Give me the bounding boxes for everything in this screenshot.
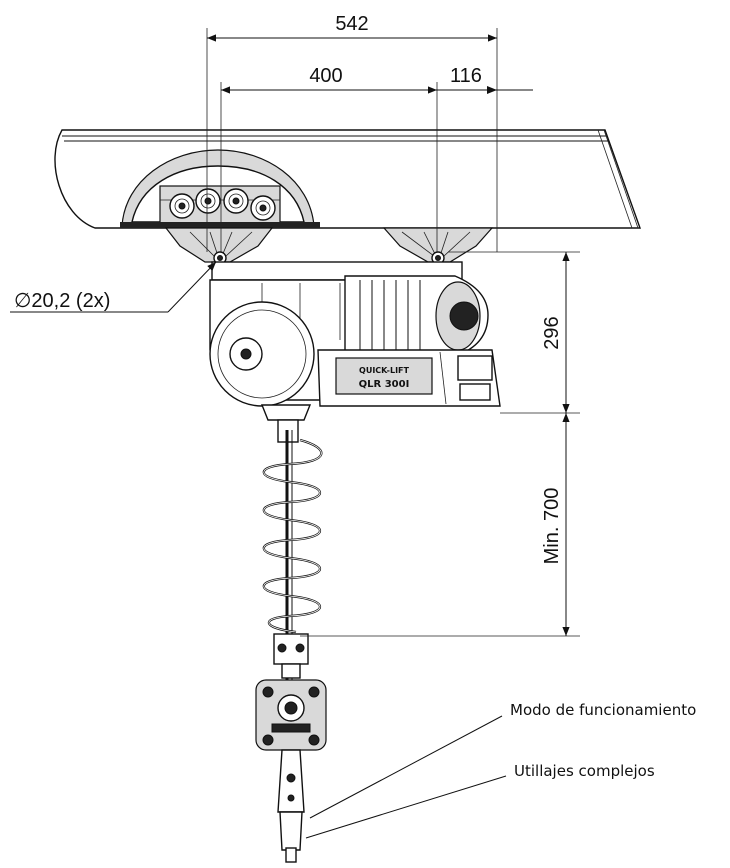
control-box [317,349,501,407]
hole-diameter-label: ∅20,2 (2x) [14,290,110,312]
cable-outlet [260,404,312,443]
drum-housing [209,301,315,407]
trolley-base-strip [120,222,320,228]
dimension-400-label: 400 [309,65,342,87]
operation-mode-callout: Modo de funcionamiento [309,701,696,819]
model-label: QLR 300I [359,379,410,390]
dimension-116: 116 [437,65,533,94]
dimension-min-700-label: Min. 700 [541,488,563,565]
dimension-542-label: 542 [335,13,368,35]
trolley-rollers [169,188,276,221]
dimension-296: 296 [541,252,570,413]
right-mounting-bracket [382,227,494,265]
operation-mode-label: Modo de funcionamiento [510,701,696,719]
dimension-116-label: 116 [450,65,482,87]
control-pendant [255,679,327,751]
hoist-motor [344,275,489,357]
complex-tooling-label: Utillajes complejos [514,762,655,780]
roller-1 [169,193,195,219]
roller-2 [195,188,221,214]
dimension-542: 542 [207,13,497,42]
dimension-min-700: Min. 700 [541,413,570,636]
spiral-cable [262,438,323,634]
hole-diameter-callout: ∅20,2 (2x) [10,261,217,313]
dimension-296-label: 296 [541,316,563,349]
complex-tooling-callout: Utillajes complejos [305,762,655,839]
cable-hook-block [273,633,309,679]
roller-4 [250,195,276,221]
left-mounting-bracket [164,227,274,265]
brand-label: QUICK-LIFT [359,366,410,375]
dimension-400: 400 [221,65,437,94]
roller-3 [223,188,249,214]
dimension-extension-lines [206,28,580,637]
pendant-grip [277,749,305,863]
